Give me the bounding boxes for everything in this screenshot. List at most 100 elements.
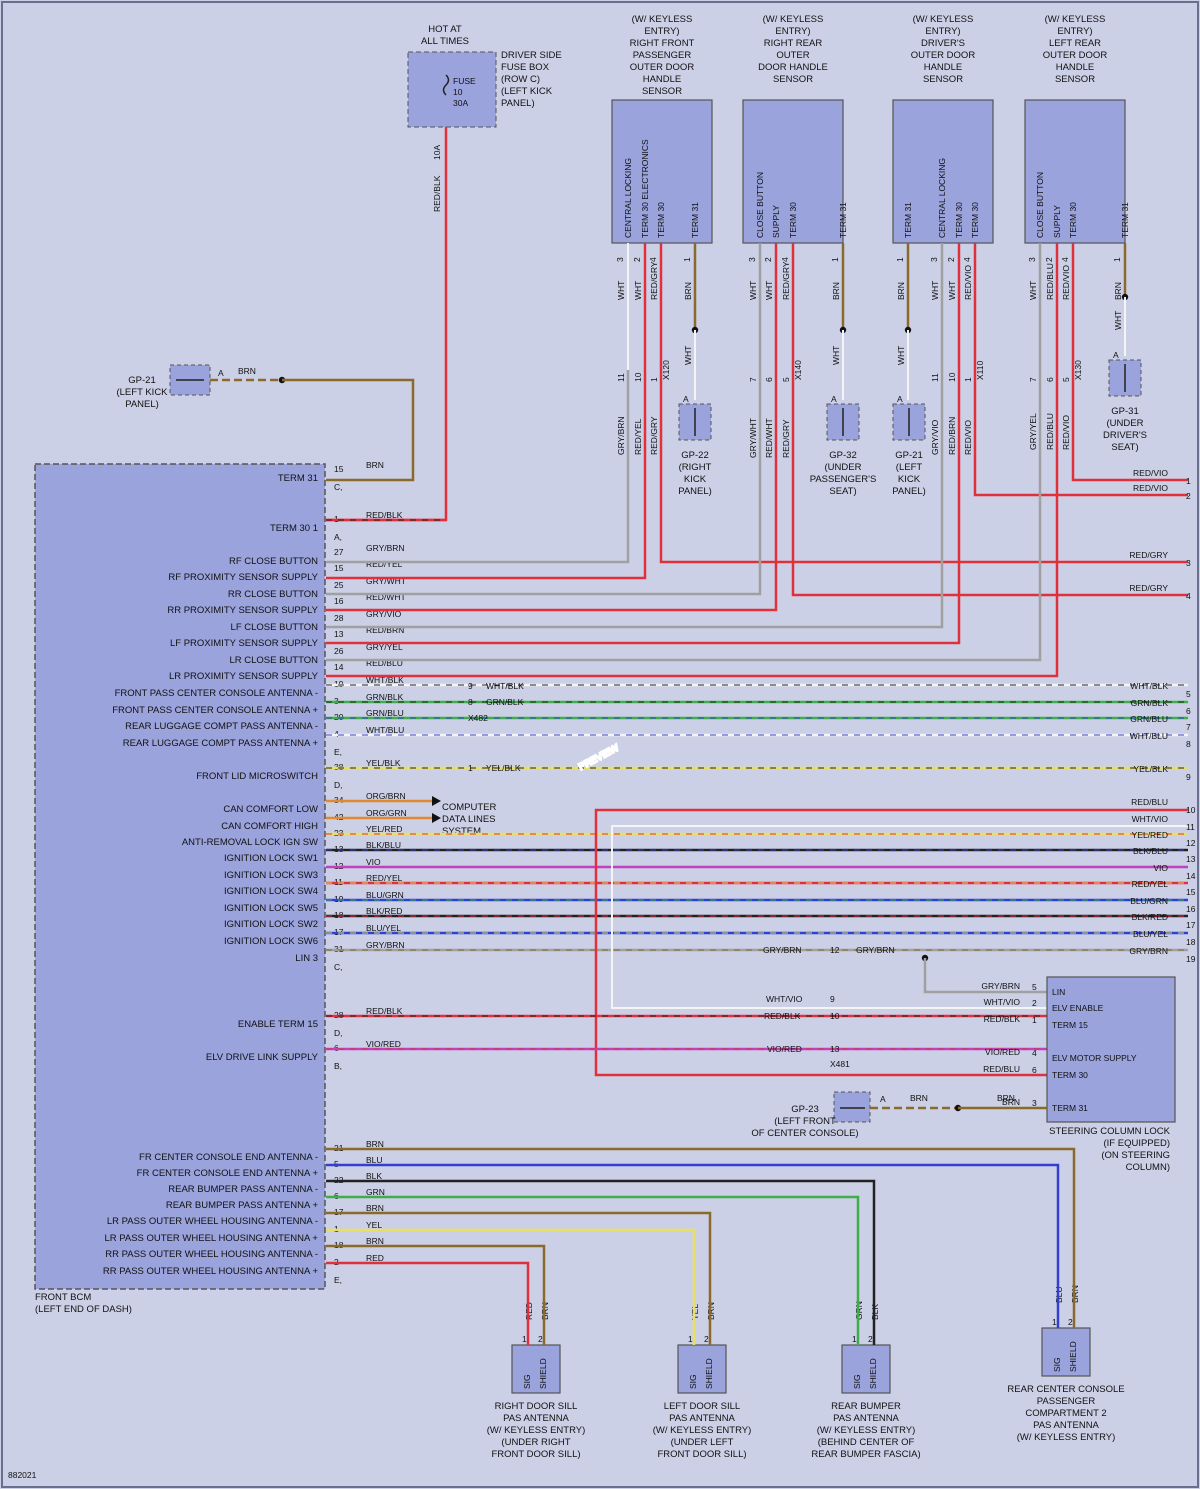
- antenna-pin-name: SHIELD: [868, 1358, 878, 1389]
- right-edge-wire: VIO: [1153, 863, 1168, 873]
- sensor-wire-color: RED/VIO: [963, 265, 973, 300]
- ground-label: PANEL): [678, 486, 712, 497]
- bcm-pin-name: CAN COMFORT LOW: [223, 804, 318, 815]
- door-handle-sensor-box: [892, 99, 994, 244]
- sensor-pin-number: 1: [682, 257, 692, 262]
- lower-wire-color: RED/GRY: [781, 419, 791, 458]
- sensor-title: ENTRY): [775, 26, 810, 37]
- right-edge-wire: RED/VIO: [1133, 468, 1168, 478]
- bcm-wire-color: RED: [366, 1253, 384, 1263]
- sensor-wire-color: RED/GRY: [781, 261, 791, 300]
- bcm-wire-color: BRN: [366, 1236, 384, 1246]
- x481-wire: WHT/VIO: [766, 994, 803, 1004]
- sensor-title: LEFT REAR: [1049, 38, 1101, 49]
- ground-label: GP-32: [829, 450, 856, 461]
- antenna-pin-number: 1: [1052, 1317, 1057, 1327]
- right-edge-wire: GRN/BLU: [1130, 714, 1168, 724]
- can-system-label: DATA LINES: [442, 814, 496, 825]
- right-edge-wire: WHT/BLK: [1130, 681, 1168, 691]
- ground-wire-color: WHT: [896, 346, 906, 365]
- bcm-wire-color: VIO/RED: [366, 1039, 401, 1049]
- term30-wire: [326, 127, 448, 522]
- bcm-pin-name: LF PROXIMITY SENSOR SUPPLY: [170, 638, 319, 649]
- steering-term30-wire: [594, 808, 1188, 1077]
- x482-label: X482: [468, 713, 488, 723]
- fuse-box-label: DRIVER SIDE: [501, 50, 562, 61]
- fuse-box-label: (ROW C): [501, 74, 540, 85]
- steering-lock-wire: GRY/BRN: [981, 981, 1020, 991]
- can-system-label: COMPUTER: [442, 802, 497, 813]
- bcm-connector-id: A,: [334, 532, 342, 542]
- steering-lock-wire: RED/BLK: [984, 1014, 1021, 1024]
- sensor-title: (W/ KEYLESS: [632, 14, 693, 25]
- right-edge-number: 15: [1186, 887, 1196, 897]
- gp23-pin: A: [880, 1094, 886, 1104]
- sensor-pin-name: TERM 31: [1120, 202, 1130, 238]
- sensor-pin-name: CLOSE BUTTON: [1035, 172, 1045, 238]
- bcm-wire-color: BLU/GRN: [366, 890, 404, 900]
- gp23-wire: BRN: [997, 1093, 1015, 1103]
- rf-term30-wire: [659, 243, 1188, 564]
- sensor-pin-name: TERM 30: [656, 202, 666, 238]
- fuse-text: 30A: [453, 98, 468, 108]
- right-edge-wire: BLK/RED: [1132, 912, 1168, 922]
- bcm-label: FRONT BCM: [35, 1292, 91, 1303]
- ground-label: (UNDER: [1107, 418, 1144, 429]
- lower-wire-color: RED/YEL: [633, 418, 643, 455]
- right-edge-wire: BLU/YEL: [1133, 929, 1168, 939]
- steering-lock-label: (ON STEERING: [1101, 1150, 1170, 1161]
- steering-lock-pin-number: 6: [1032, 1065, 1037, 1075]
- x482-pin: 9: [468, 681, 473, 691]
- sensor-title: HANDLE: [924, 62, 963, 73]
- ground-label: SEAT): [1111, 442, 1138, 453]
- sensor-title: (W/ KEYLESS: [1045, 14, 1106, 25]
- steering-lock-wire: VIO/RED: [985, 1047, 1020, 1057]
- front-bcm-box: [34, 463, 326, 1290]
- fuse-box-label: FUSE BOX: [501, 62, 550, 73]
- conn-num: 11: [930, 373, 940, 382]
- fuse-box-label: PANEL): [501, 98, 535, 109]
- bcm-wire-color: BLK/BLU: [366, 840, 401, 850]
- lower-wire-color: GRY/BRN: [616, 416, 626, 455]
- bcm-connector-id: C,: [334, 962, 343, 972]
- fuse-rating: 10A: [432, 145, 442, 160]
- bcm-pin-name: RR PASS OUTER WHEEL HOUSING ANTENNA +: [103, 1266, 319, 1277]
- bcm-label: (LEFT END OF DASH): [35, 1304, 132, 1315]
- bcm-wire-color: GRY/YEL: [366, 642, 403, 652]
- conn-num: 1: [649, 377, 659, 382]
- antenna-pin-number: 2: [868, 1334, 873, 1344]
- term31-wire: [282, 378, 415, 482]
- right-edge-number: 18: [1186, 937, 1196, 947]
- bcm-wire-color: WHT/BLK: [366, 675, 404, 685]
- right-edge-number: 17: [1186, 920, 1196, 930]
- ground-label: (LEFT: [896, 462, 923, 473]
- bcm-pin-number: 15: [334, 563, 344, 573]
- steering-lock-pin: ELV MOTOR SUPPLY: [1052, 1053, 1137, 1063]
- right-edge-wire: BLK/BLU: [1133, 846, 1168, 856]
- right-edge-wire: YEL/BLK: [1134, 764, 1169, 774]
- antenna-pin-number: 2: [1068, 1317, 1073, 1327]
- gp23-label: GP-23: [791, 1104, 818, 1115]
- lower-wire-color: RED/VIO: [963, 420, 973, 455]
- bcm-pin-name: FRONT LID MICROSWITCH: [196, 771, 318, 782]
- right-edge-number: 16: [1186, 904, 1196, 914]
- bcm-pin-number: 16: [334, 596, 344, 606]
- steering-lock-label: STEERING COLUMN LOCK: [1049, 1126, 1171, 1137]
- sensor-pin-number: 2: [632, 257, 642, 262]
- sensor-title: (W/ KEYLESS: [763, 14, 824, 25]
- antenna-label: (BEHIND CENTER OF: [818, 1437, 915, 1448]
- steering-lock-pin-number: 3: [1032, 1098, 1037, 1108]
- rr-supply-wire: [326, 243, 778, 612]
- bcm-connector-id: E,: [334, 747, 342, 757]
- ground-label: PANEL): [892, 486, 926, 497]
- ground-pin: A: [1113, 350, 1119, 360]
- fuse-text: FUSE: [453, 76, 476, 86]
- bcm-pin-name: REAR BUMPER PASS ANTENNA -: [168, 1184, 318, 1195]
- right-edge-wire: GRY/BRN: [1129, 946, 1168, 956]
- sensor-title: SENSOR: [642, 86, 682, 97]
- right-edge-wire: WHT/BLU: [1130, 731, 1168, 741]
- steering-lock-wire: BRN: [1002, 1097, 1020, 1107]
- ground-wire-color: WHT: [683, 346, 693, 365]
- fuse-box-label: (LEFT KICK: [501, 86, 553, 97]
